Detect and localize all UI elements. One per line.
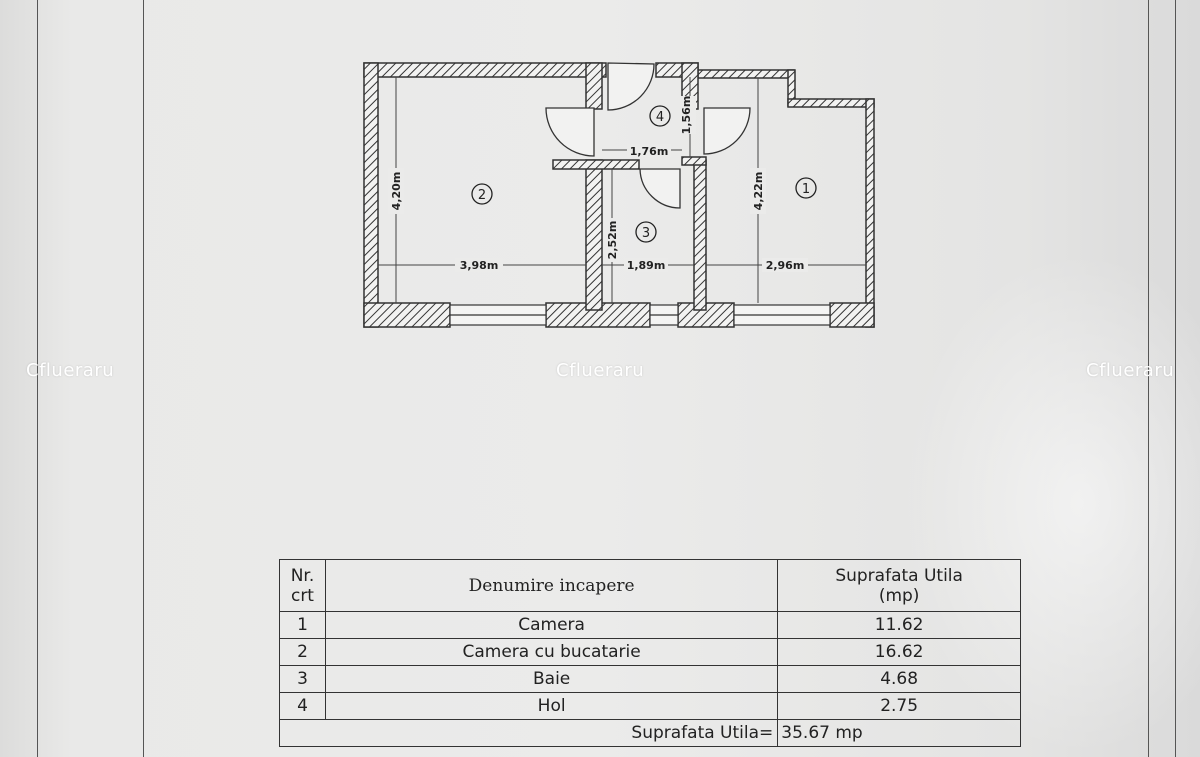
- row-name: Baie: [324, 665, 779, 693]
- column-header-area: Suprafata Utila (mp): [777, 559, 1021, 612]
- table-header-row: Nr. crt Denumire incapere Suprafata Util…: [279, 559, 1021, 612]
- table-row: 3 Baie 4.68: [279, 665, 1021, 693]
- row-area: 11.62: [777, 611, 1021, 639]
- dimension-room2-height: 4,20m: [390, 172, 403, 211]
- dimension-room1-height: 4,22m: [752, 172, 765, 211]
- dimension-room2-width: 3,98m: [460, 259, 499, 272]
- row-area: 2.75: [777, 692, 1021, 720]
- page-margin-line: [1148, 0, 1149, 757]
- room-marker-1: 1: [802, 182, 810, 197]
- row-nr: 1: [279, 611, 326, 639]
- table-row: 4 Hol 2.75: [279, 692, 1021, 720]
- page-margin-line: [37, 0, 38, 757]
- dimension-hall-height: 1,56m: [680, 96, 693, 135]
- room-marker-4: 4: [656, 110, 664, 125]
- walls: [363, 62, 875, 328]
- floor-plan: 3,98m 4,20m 1,89m 2,52m 1,76m 1,56m 2,96…: [363, 62, 875, 328]
- row-name: Camera cu bucatarie: [324, 638, 779, 666]
- table-row: 2 Camera cu bucatarie 16.62: [279, 638, 1021, 666]
- row-area: 4.68: [777, 665, 1021, 693]
- dimension-hall-width: 1,76m: [630, 145, 669, 158]
- row-area: 16.62: [777, 638, 1021, 666]
- room-marker-2: 2: [478, 188, 486, 203]
- row-name: Hol: [324, 692, 779, 720]
- dimension-room1-width: 2,96m: [766, 259, 805, 272]
- doors: [545, 62, 751, 209]
- total-label: Suprafata Utila=: [278, 719, 779, 747]
- watermark-center: Cflueraru: [556, 360, 645, 381]
- watermark-left: Cflueraru: [26, 360, 115, 381]
- watermark-right: Cflueraru: [1086, 360, 1175, 381]
- column-header-name: Denumire incapere: [324, 559, 779, 612]
- total-value: 35.67 mp: [777, 719, 1021, 747]
- column-header-area-line1: Suprafata Utila: [835, 565, 963, 586]
- column-header-nr-line1: Nr.: [290, 565, 315, 586]
- row-nr: 2: [279, 638, 326, 666]
- page-margin-line: [1175, 0, 1176, 757]
- dimension-room3-width: 1,89m: [627, 259, 666, 272]
- table-row: 1 Camera 11.62: [279, 611, 1021, 639]
- total-row: Suprafata Utila= 35.67 mp: [278, 719, 1021, 747]
- row-name: Camera: [324, 611, 779, 639]
- dimension-room3-height: 2,52m: [606, 221, 619, 260]
- area-table: Nr. crt Denumire incapere Suprafata Util…: [278, 559, 1021, 747]
- row-nr: 3: [279, 665, 326, 693]
- windows: [449, 304, 831, 326]
- column-header-nr: Nr. crt: [279, 559, 326, 612]
- room-marker-3: 3: [642, 226, 650, 241]
- row-nr: 4: [279, 692, 326, 720]
- column-header-area-line2: (mp): [878, 585, 920, 606]
- column-header-nr-line2: crt: [290, 585, 314, 606]
- page-margin-line: [143, 0, 144, 757]
